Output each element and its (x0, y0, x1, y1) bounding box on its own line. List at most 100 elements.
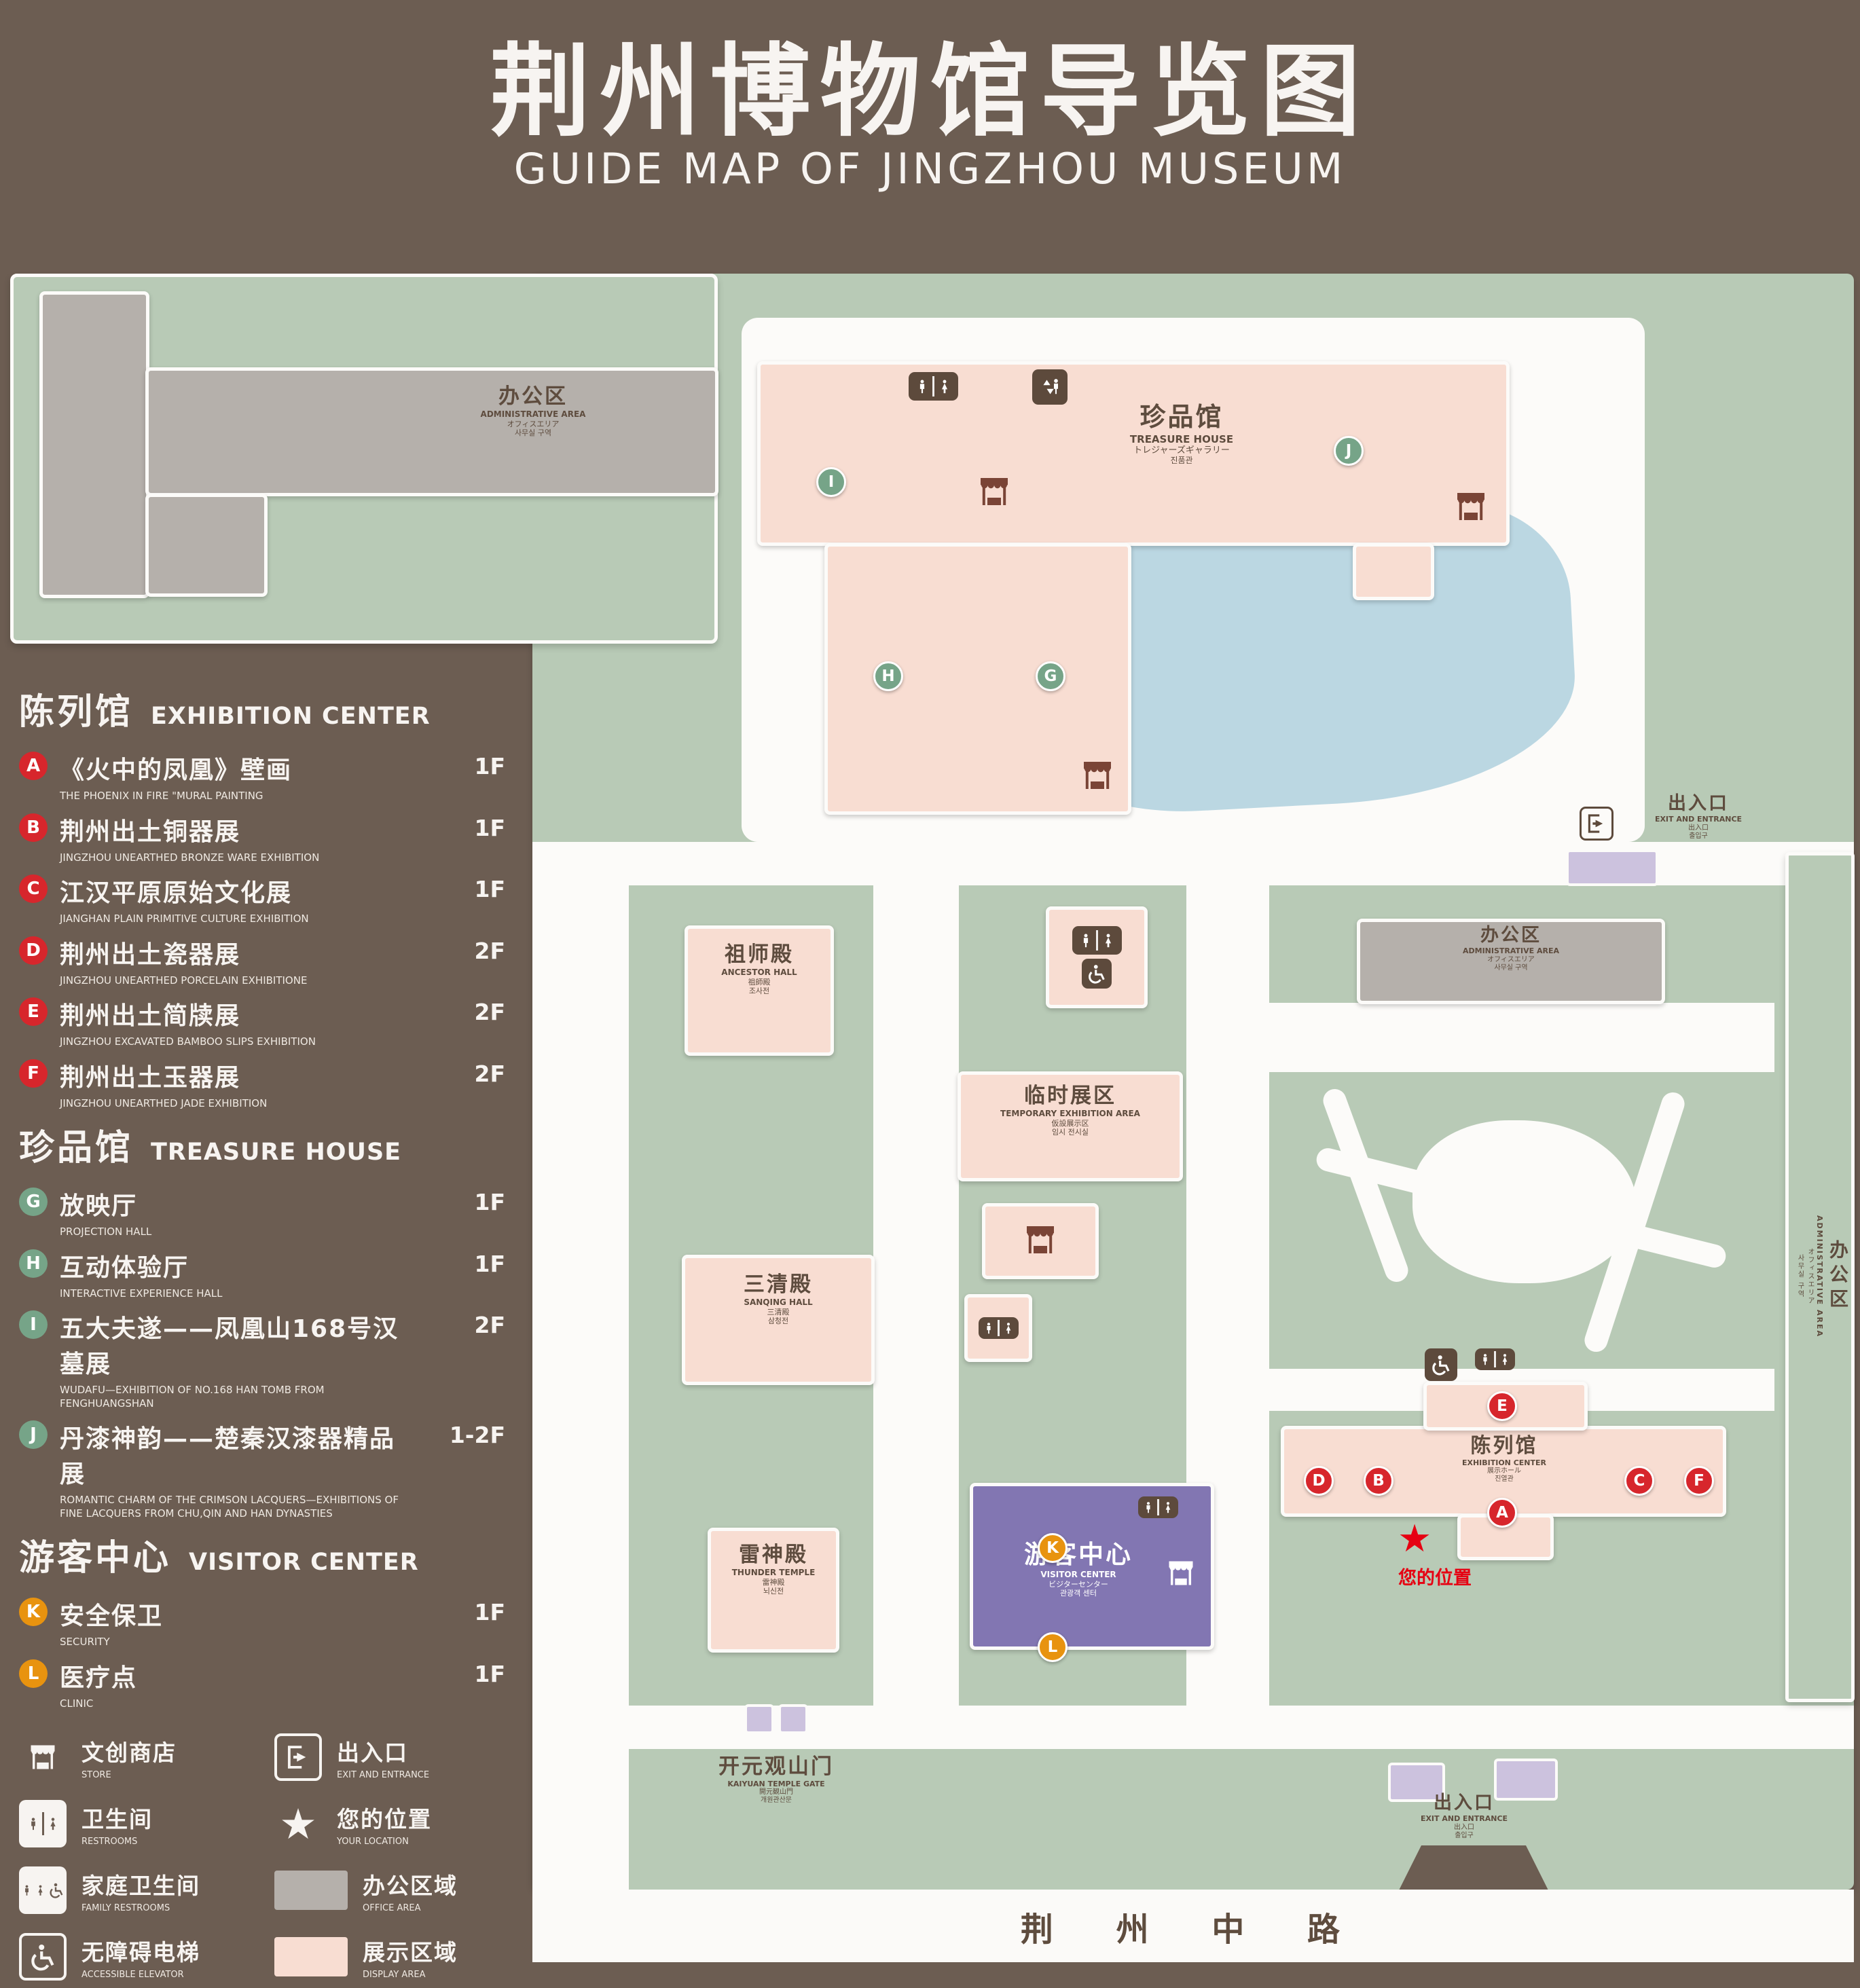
symbol-en: ACCESSIBLE ELEVATOR (81, 1969, 184, 1980)
section-title-en: EXHIBITION CENTER (151, 703, 431, 730)
label-ja: オフィスエリア (1806, 1248, 1814, 1305)
map-marker-g: G (1036, 661, 1065, 691)
label-ja: 出入口 (1454, 1823, 1474, 1831)
legend-item-floor: 2F (474, 1060, 505, 1087)
legend-item-floor: 2F (474, 937, 505, 964)
badge-d: D (19, 936, 48, 965)
label-en: ANCESTOR HALL (721, 968, 797, 978)
label-ko: 조사전 (748, 986, 770, 995)
your-location-label: 您的位置 (1398, 1568, 1472, 1589)
symbol-zh: 卫生间 (81, 1805, 153, 1833)
badge-k: K (19, 1598, 48, 1626)
symbol-zh: 文创商店 (81, 1739, 177, 1766)
symbol-zh: 展示区域 (363, 1938, 458, 1966)
store-icon (1080, 759, 1115, 794)
symbol-zh: 无障碍电梯 (81, 1938, 200, 1966)
legend-item-en: INTERACTIVE EXPERIENCE HALL (60, 1287, 223, 1300)
exit-bottom-structure-right (1494, 1759, 1558, 1801)
label-zh: 办公区 (498, 384, 568, 409)
thunder-temple-building (708, 1528, 839, 1653)
restrooms-building (1046, 906, 1148, 1008)
exit-icon (1580, 807, 1613, 841)
restrooms-icon (1072, 926, 1122, 955)
legend-item-en: JINGZHOU UNEARTHED PORCELAIN EXHIBITIONE (60, 974, 308, 987)
family-restrooms-icon (19, 1866, 67, 1914)
label-zh: 陈列馆 (1470, 1434, 1538, 1458)
label-zh: 出入口 (1668, 793, 1729, 814)
label-ja: 雷神殿 (762, 1577, 785, 1587)
map-marker-b: B (1364, 1466, 1393, 1496)
store-icon (1023, 1223, 1058, 1259)
page-title: 荆州博物馆导览图 (490, 33, 1370, 150)
label-ja: オフィスエリア (1487, 955, 1535, 963)
admin-strip-area (1785, 852, 1855, 1702)
treasure-house-building-foot (1353, 543, 1434, 600)
exit-top-label: 出入口 EXIT AND ENTRANCE 出入口 출입구 (1627, 793, 1770, 841)
map-marker-h: H (873, 661, 903, 691)
store-icon (977, 475, 1012, 511)
gate-structure-right (778, 1704, 808, 1734)
label-en: VISITOR CENTER (1040, 1570, 1116, 1580)
path-center-left (873, 884, 959, 1707)
label-en: ADMINISTRATIVE AREA (1462, 946, 1559, 956)
admin-right-label: 办公区 ADMINISTRATIVE AREA オフィスエリア 사무실 구역 (1357, 925, 1665, 972)
legend-item-zh: 荆州出土简牍展 (60, 1002, 241, 1030)
legend-item-floor: 1F (474, 814, 505, 841)
map-marker-k: K (1038, 1533, 1068, 1563)
symbol-zh: 家庭卫生间 (81, 1872, 200, 1899)
admin-topleft-label: 办公区 ADMINISTRATIVE AREA オフィスエリア 사무실 구역 (380, 384, 686, 437)
legend-item-floor: 1-2F (449, 1422, 505, 1448)
store-icon (1453, 490, 1489, 526)
ancestor-hall-label: 祖师殿 ANCESTOR HALL 祖師殿 조사전 (685, 942, 834, 995)
exhibition-center-label: 陈列馆 EXHIBITION CENTER 展示ホール 진열관 (1385, 1434, 1623, 1484)
admin-strip-label: 办公区 ADMINISTRATIVE AREA オフィスエリア 사무실 구역 (1791, 872, 1851, 1680)
temporary-store-building (982, 1203, 1099, 1279)
legend-item-en: JINGZHOU UNEARTHED JADE EXHIBITION (60, 1097, 268, 1109)
legend-item-floor: 1F (474, 1250, 505, 1277)
thunder-temple-label: 雷神殿 THUNDER TEMPLE 雷神殿 뇌신전 (708, 1543, 839, 1596)
symbol-en: EXIT AND ENTRANCE (337, 1769, 430, 1780)
section-title-en: VISITOR CENTER (189, 1549, 419, 1576)
legend-section-visitor-heading: 游客中心 VISITOR CENTER (19, 1529, 505, 1580)
legend-item-floor: 1F (474, 753, 505, 779)
store-icon (1165, 1559, 1197, 1590)
map-marker-j: J (1334, 436, 1364, 466)
road-label: 荆 州 中 路 (532, 1890, 1854, 1962)
legend-section-treasure-heading: 珍品馆 TREASURE HOUSE (19, 1119, 505, 1170)
exit-bottom-driveway (1399, 1845, 1548, 1890)
legend-item-zh: 放映厅 (60, 1192, 138, 1220)
label-zh: 游客中心 (1024, 1540, 1133, 1569)
label-ja: オフィスエリア (507, 419, 560, 428)
temporary-exhibition-label: 临时展区 TEMPORARY EXHIBITION AREA 仮設展示区 임시 … (958, 1084, 1183, 1137)
label-ja: 仮設展示区 (1051, 1118, 1089, 1128)
label-ja: ビジターセンター (1048, 1579, 1108, 1589)
symbol-en: DISPLAY AREA (363, 1969, 426, 1980)
label-ko: 출입구 (1689, 832, 1708, 840)
admin-topleft-building-west (39, 291, 149, 598)
legend-item-en: JINGZHOU UNEARTHED BRONZE WARE EXHIBITIO… (60, 851, 320, 864)
temporary-exhibition-building (958, 1071, 1183, 1181)
office-area-swatch (274, 1871, 348, 1910)
label-ja: 出入口 (1688, 824, 1709, 832)
label-en: KAIYUAN TEMPLE GATE (727, 1780, 825, 1789)
label-zh: 办公区 (1827, 1240, 1849, 1313)
ancestor-hall-building (685, 925, 834, 1056)
gate-label: 开元观山门 KAIYUAN TEMPLE GATE 開元観山門 개원관산문 (679, 1754, 873, 1805)
label-ko: 사무실 구역 (1494, 963, 1528, 972)
legend-item-en: SECURITY (60, 1636, 110, 1648)
badge-c: C (19, 875, 48, 903)
label-en: SANQING HALL (744, 1297, 813, 1308)
your-location-icon: ★ (279, 1799, 317, 1849)
